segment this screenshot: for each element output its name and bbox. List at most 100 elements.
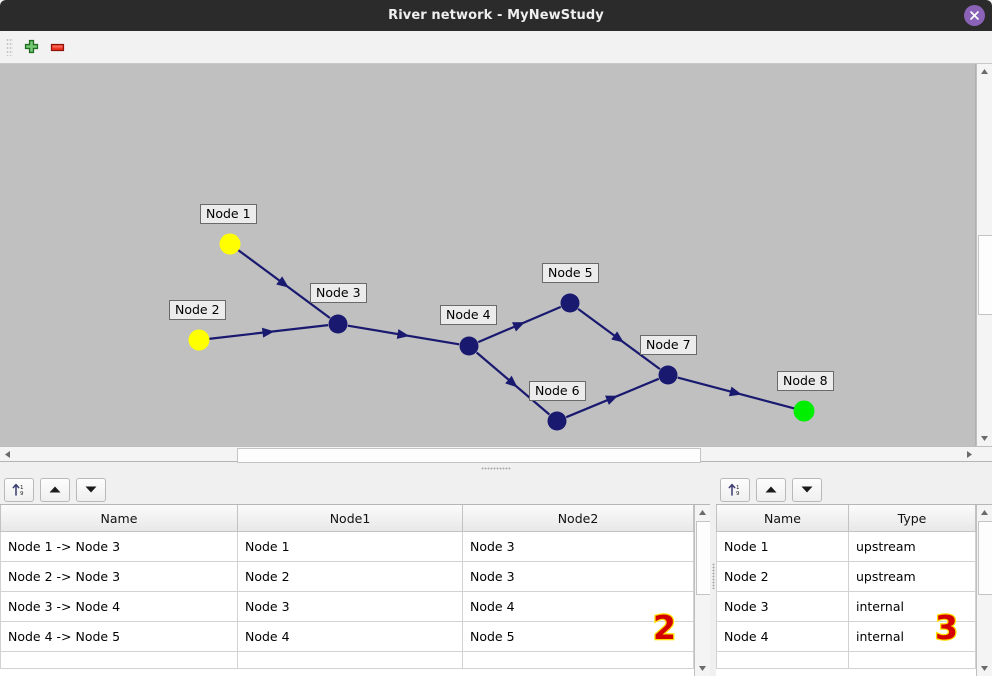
table-cell[interactable]: Node 4 (462, 591, 694, 622)
diagram-hscroll-thumb[interactable] (237, 447, 701, 463)
diagram-panel: Node 1 Node 2 Node 3 Node 4 Node 5 Node 6 Node… (0, 64, 992, 463)
graph-node[interactable] (658, 365, 678, 385)
table-cell[interactable]: Node 1 (237, 531, 463, 562)
table-cell[interactable]: Node 3 (462, 561, 694, 592)
column-header[interactable]: Node1 (237, 505, 463, 532)
links-scroll-up-icon[interactable] (695, 505, 710, 520)
table-cell[interactable]: upstream (848, 531, 976, 562)
network-graph (188, 233, 815, 431)
nodes-vertical-scrollbar[interactable] (976, 505, 992, 676)
vertical-splitter[interactable] (710, 475, 716, 676)
table-row[interactable] (716, 651, 976, 669)
scroll-right-icon[interactable] (962, 448, 977, 461)
graph-node-label[interactable]: Node 3 (310, 283, 367, 303)
graph-node[interactable] (328, 314, 348, 334)
scroll-left-icon[interactable] (0, 448, 15, 461)
nodes-scroll-up-icon[interactable] (977, 505, 992, 520)
close-icon[interactable] (964, 5, 985, 26)
table-cell[interactable]: internal (848, 591, 976, 622)
window-title: River network - MyNewStudy (388, 8, 604, 23)
table-cell[interactable]: Node 4 (716, 621, 849, 652)
nodes-vscroll-thumb[interactable] (978, 521, 992, 595)
links-scroll-down-icon[interactable] (695, 661, 710, 676)
arrow-up-icon[interactable] (756, 477, 786, 502)
arrow-up-icon[interactable] (40, 477, 70, 502)
graph-node[interactable] (459, 336, 479, 356)
table-cell[interactable] (716, 651, 849, 669)
table-cell[interactable]: Node 2 -> Node 3 (0, 561, 238, 592)
diagram-vertical-scrollbar[interactable] (976, 64, 992, 446)
table-cell[interactable]: Node 3 (237, 591, 463, 622)
scroll-up-icon[interactable] (977, 64, 992, 79)
table-cell[interactable]: Node 1 (716, 531, 849, 562)
table-cell[interactable]: Node 4 (237, 621, 463, 652)
add-plus-icon[interactable] (18, 35, 44, 59)
sort-icon[interactable]: 1 9 (720, 477, 750, 502)
links-toolbar: 1 9 (0, 475, 710, 504)
table-cell[interactable]: Node 2 (716, 561, 849, 592)
diagram-vscroll-thumb[interactable] (978, 235, 992, 315)
arrow-down-icon[interactable] (792, 477, 822, 502)
table-cell[interactable] (848, 651, 976, 669)
graph-node[interactable] (547, 411, 567, 431)
table-cell[interactable]: Node 3 -> Node 4 (0, 591, 238, 622)
column-header[interactable]: Name (716, 505, 849, 532)
table-cell[interactable]: upstream (848, 561, 976, 592)
table-cell[interactable]: Node 4 -> Node 5 (0, 621, 238, 652)
network-canvas[interactable]: Node 1 Node 2 Node 3 Node 4 Node 5 Node 6 Node… (0, 64, 976, 446)
remove-minus-icon[interactable] (44, 35, 70, 59)
graph-node[interactable] (188, 329, 210, 351)
title-bar: River network - MyNewStudy (0, 0, 992, 31)
nodes-scroll-down-icon[interactable] (977, 661, 992, 676)
arrow-down-icon[interactable] (76, 477, 106, 502)
graph-node-label[interactable]: Node 8 (777, 371, 834, 391)
column-header[interactable]: Name (0, 505, 238, 532)
diagram-horizontal-scrollbar[interactable] (0, 446, 992, 463)
table-cell[interactable]: Node 1 -> Node 3 (0, 531, 238, 562)
graph-node[interactable] (219, 233, 241, 255)
table-cell[interactable]: Node 3 (716, 591, 849, 622)
links-vscroll-thumb[interactable] (696, 521, 710, 595)
annotation-2: 2 (652, 608, 677, 647)
table-cell[interactable]: Node 2 (237, 561, 463, 592)
graph-node-label[interactable]: Node 7 (640, 335, 697, 355)
svg-text:1: 1 (20, 485, 24, 491)
vertical-splitter-grip (711, 562, 715, 589)
table-cell[interactable] (0, 651, 238, 669)
graph-node-label[interactable]: Node 6 (529, 381, 586, 401)
graph-node[interactable] (793, 400, 815, 422)
svg-text:1: 1 (736, 485, 740, 491)
horizontal-splitter[interactable] (0, 462, 992, 475)
diagram-hscroll-track[interactable] (15, 447, 962, 463)
toolbar-grip[interactable] (6, 38, 13, 56)
scroll-down-icon[interactable] (977, 431, 992, 446)
graph-node-label[interactable]: Node 4 (440, 305, 497, 325)
column-header[interactable]: Type (848, 505, 976, 532)
sort-icon[interactable]: 1 9 (4, 477, 34, 502)
links-vertical-scrollbar[interactable] (694, 505, 710, 676)
table-cell[interactable]: Node 3 (462, 531, 694, 562)
graph-node-label[interactable]: Node 5 (542, 263, 599, 283)
graph-node-label[interactable]: Node 1 (200, 204, 257, 224)
table-row[interactable] (0, 651, 694, 669)
column-header[interactable]: Node2 (462, 505, 694, 532)
table-cell[interactable] (462, 651, 694, 669)
graph-node[interactable] (560, 293, 580, 313)
table-cell[interactable] (237, 651, 463, 669)
svg-text:9: 9 (736, 491, 740, 497)
annotation-3: 3 (934, 608, 959, 647)
graph-node-label[interactable]: Node 2 (169, 300, 226, 320)
